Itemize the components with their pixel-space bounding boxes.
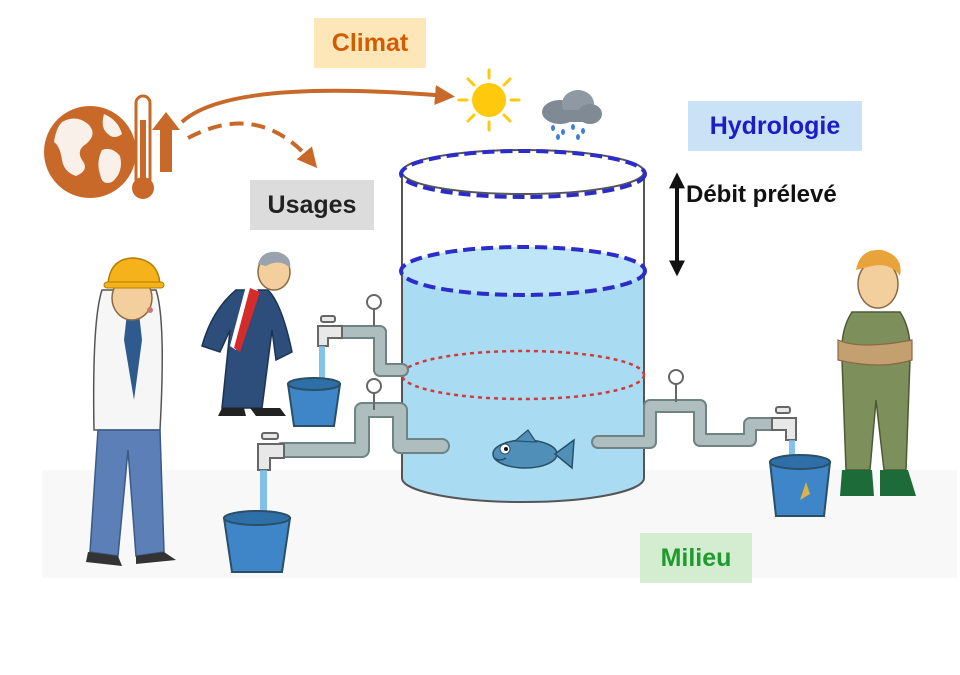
tank-water bbox=[402, 247, 644, 502]
pressure-gauges bbox=[366, 294, 684, 410]
hydrologie-label: Hydrologie bbox=[688, 101, 862, 151]
milieu-label: Milieu bbox=[640, 533, 752, 583]
climate-arrow bbox=[180, 85, 455, 124]
globe-thermometer-icon bbox=[44, 94, 180, 199]
water-level-dashed-ring bbox=[399, 245, 647, 297]
rain-cloud-icon bbox=[542, 90, 602, 140]
usages-label: Usages bbox=[250, 180, 374, 230]
bucket-icons bbox=[222, 377, 832, 573]
farmer-figure bbox=[837, 249, 916, 496]
sun-icon bbox=[457, 68, 521, 132]
water-tank bbox=[399, 149, 647, 503]
water-surface bbox=[402, 247, 644, 295]
water-streams bbox=[260, 346, 795, 522]
official-figure bbox=[201, 251, 293, 416]
tap-icons bbox=[257, 315, 797, 471]
fish-icon bbox=[492, 429, 575, 470]
engineer-figure bbox=[86, 257, 176, 566]
usages-dashed-arrow bbox=[187, 121, 318, 169]
pipes bbox=[274, 325, 779, 458]
low-flow-dotted-ring bbox=[400, 349, 646, 401]
climat-label: Climat bbox=[314, 18, 426, 68]
debit-preleve-label: Débit prélevé bbox=[686, 181, 837, 208]
max-level-dashed-ring bbox=[399, 149, 647, 199]
